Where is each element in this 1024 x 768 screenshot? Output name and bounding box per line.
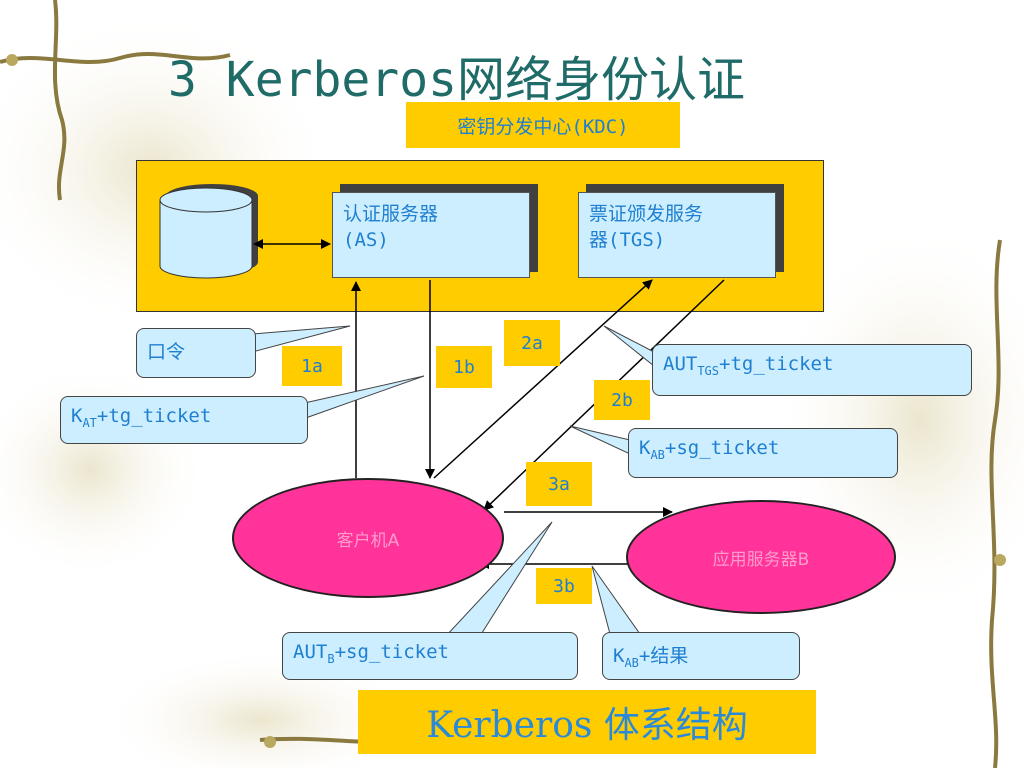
as-name: 认证服务器 xyxy=(343,203,439,225)
autb-rest: +sg_ticket xyxy=(334,641,449,663)
kab-sg-k: K xyxy=(639,437,651,459)
kab-result-callout: KAB+结果 xyxy=(602,632,800,680)
password-callout: 口令 xyxy=(136,328,256,378)
step-3b: 3b xyxy=(536,568,592,604)
kab-res-rest: +结果 xyxy=(638,645,689,667)
step-3a: 3a xyxy=(526,462,592,506)
auth-server-as: 认证服务器 (AS) xyxy=(332,192,530,278)
autb-sub: B xyxy=(327,651,335,666)
auttgs-tg-ticket-callout: AUTTGS+tg_ticket xyxy=(652,344,972,396)
kat-k: K xyxy=(71,405,83,427)
autb-aut: AUT xyxy=(293,641,328,663)
step-2a: 2a xyxy=(504,320,560,366)
auttgs-aut: AUT xyxy=(663,353,698,375)
tgs-name: 票证颁发服务 xyxy=(589,203,704,225)
app-server-b: 应用服务器B xyxy=(626,500,896,614)
kat-rest: +tg_ticket xyxy=(96,405,212,427)
auttgs-sub: TGS xyxy=(697,363,720,378)
diagram-caption: Kerberos 体系结构 xyxy=(358,690,816,754)
password-text: 口令 xyxy=(147,341,186,363)
kat-sub: AT xyxy=(82,415,97,430)
ticket-granting-server-tgs: 票证颁发服务 器(TGS) xyxy=(578,192,776,278)
as-abbrev: (AS) xyxy=(343,229,389,251)
step-1a: 1a xyxy=(282,346,342,386)
auttgs-rest: +tg_ticket xyxy=(719,353,834,375)
kat-tg-ticket-callout: KAT+tg_ticket xyxy=(60,396,308,444)
step-1b: 1b xyxy=(436,346,492,388)
slide-title: 3 Kerberos网络身份认证 xyxy=(168,52,745,108)
kdc-label: 密钥分发中心(KDC) xyxy=(406,102,680,148)
autb-sg-ticket-callout: AUTB+sg_ticket xyxy=(282,632,578,680)
kab-sg-ticket-callout: KAB+sg_ticket xyxy=(628,428,898,478)
tgs-abbrev: 器(TGS) xyxy=(589,229,666,251)
step-2b: 2b xyxy=(594,380,650,420)
kab-res-sub: AB xyxy=(624,655,639,670)
kab-res-k: K xyxy=(613,645,625,667)
kab-sg-rest: +sg_ticket xyxy=(664,437,780,459)
client-a: 客户机A xyxy=(232,478,504,598)
kab-sg-sub: AB xyxy=(650,447,665,462)
